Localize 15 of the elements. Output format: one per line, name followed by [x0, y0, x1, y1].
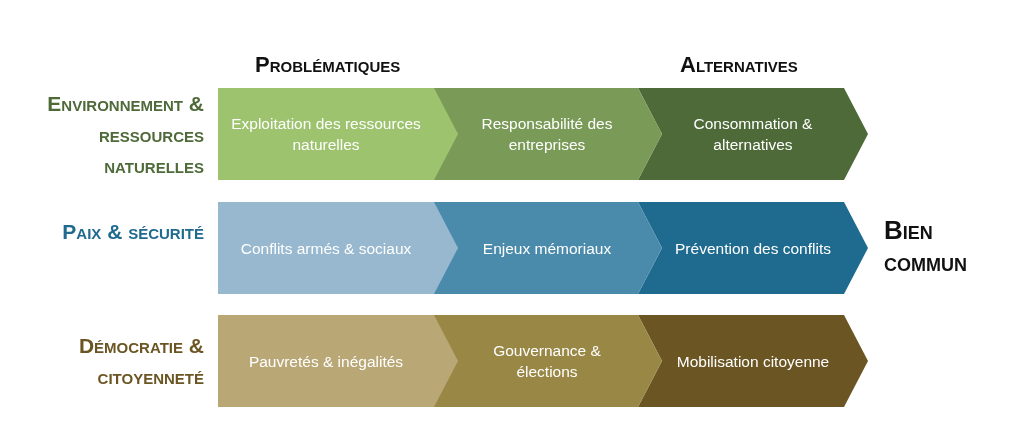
row-heading: Paix & sécurité [61, 219, 204, 245]
chevron-label: Enjeux mémoriaux [482, 238, 612, 259]
chevron-label: Mobilisation citoyenne [676, 351, 830, 372]
row-heading: Démocratie & citoyenneté [77, 333, 204, 390]
row-heading: Environnement & ressources naturelles [46, 91, 204, 179]
chevron-label: Pauvretés & inégalités [248, 351, 404, 372]
column-heading: Problématiques [255, 52, 402, 78]
chevron-label: Gouvernance & élections [492, 341, 602, 382]
chevron-label: Prévention des conflits [675, 238, 831, 259]
chevron-label: Consommation & alternatives [692, 114, 814, 155]
chevron-label: Conflits armés & sociaux [240, 238, 412, 259]
column-heading: Alternatives [680, 52, 799, 78]
chevron-label: Exploitation des ressources naturelles [230, 114, 422, 155]
outcome-heading: Bien commun [884, 214, 968, 278]
chevron-label: Responsabilité des entreprises [480, 114, 614, 155]
